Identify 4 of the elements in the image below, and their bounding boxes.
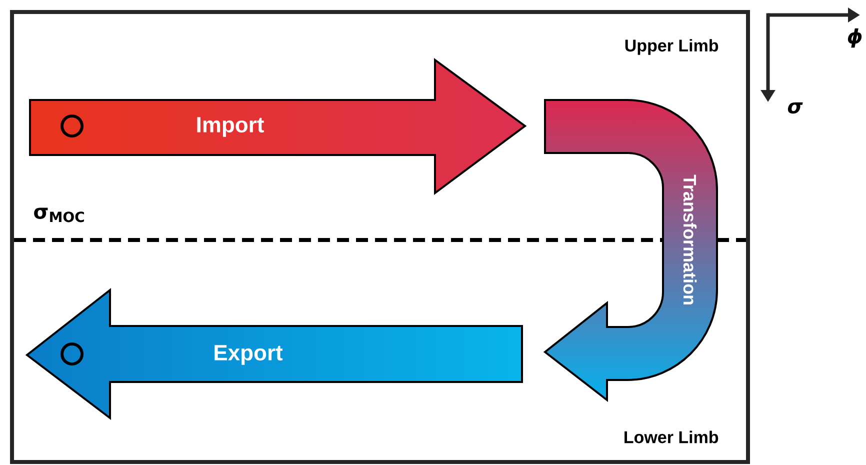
limb-label: Upper Limb [625,39,718,55]
axis-label: σ [788,102,803,114]
axis-label: ϕ [848,28,862,48]
limb-label: Lower Limb [624,430,718,444]
